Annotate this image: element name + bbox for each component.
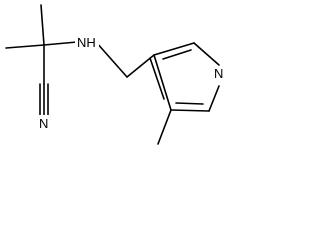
pyridine-n-label-background <box>213 66 226 81</box>
atom-labels: NH N N <box>37 34 226 131</box>
amine-nh-label: NH <box>77 35 96 50</box>
bond-ring-3 <box>208 85 220 112</box>
bond-group <box>5 4 220 145</box>
pyridine-nitrogen-label: N <box>214 66 223 81</box>
nitrile-n-label-background <box>37 115 51 131</box>
bond-quaternary-nh <box>43 41 78 46</box>
bond-ring-5 <box>153 54 172 111</box>
bond-ring-2 <box>193 42 220 66</box>
bond-ring-4 <box>170 109 210 112</box>
bond-methyl-top <box>40 4 45 46</box>
chemical-structure: NH N N <box>0 0 230 150</box>
bond-ring-methyl <box>157 109 172 145</box>
bond-methyl-left <box>5 44 45 49</box>
bond-ring-inner-2 <box>175 102 204 105</box>
bond-nh-ch2 <box>95 41 128 78</box>
nh-label-background <box>75 34 99 50</box>
bond-ring-1 <box>153 42 195 56</box>
bond-ring-inner-3 <box>149 57 165 100</box>
nitrile-nitrogen-label: N <box>39 116 48 131</box>
bond-ring-inner-1 <box>162 49 192 60</box>
